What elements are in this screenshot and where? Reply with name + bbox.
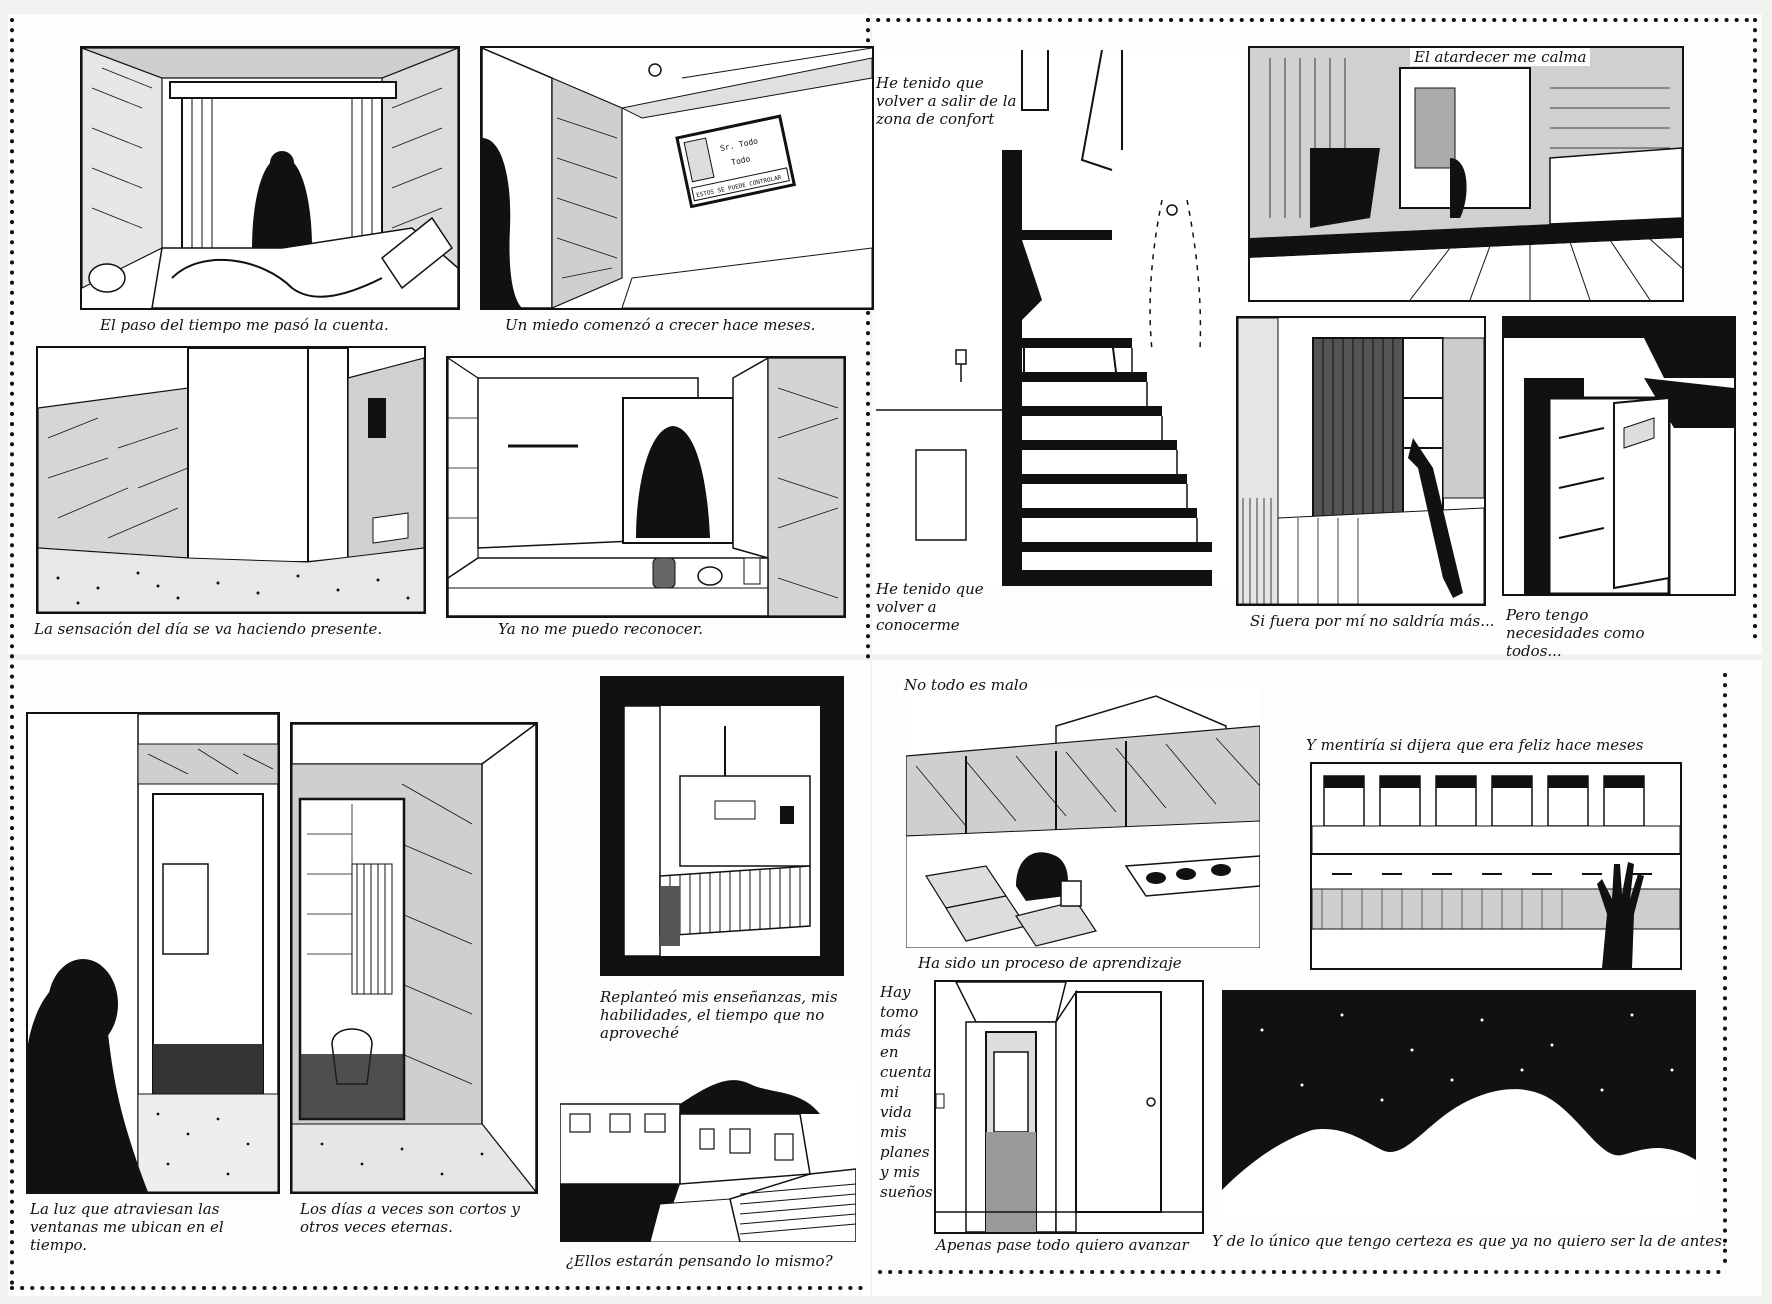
caption-p12: ¿Ellos estarán pensando lo mismo?: [566, 1252, 833, 1270]
caption-p11: Replanteó mis enseñanzas, mis habilidade…: [600, 988, 838, 1042]
panel-window-view: [600, 676, 844, 976]
panel-poster-hallway: Sr. Todo Todo ESTOS SE PUEDE CONTROLAR: [480, 46, 874, 310]
caption-p15-side: Hay tomo más en cuenta mi vida mis plane…: [880, 983, 933, 1201]
panel-bathroom-doors: [290, 722, 538, 1194]
panel-doorway-morning: [36, 346, 426, 614]
caption-p14: Y mentiría si dijera que era feliz hace …: [1306, 736, 1644, 754]
panel-open-fridge: [1502, 316, 1736, 596]
caption-p15-bottom: Apenas pase todo quiero avanzar: [936, 1236, 1189, 1254]
caption-p3: La sensación del día se va haciendo pres…: [34, 620, 383, 638]
panel-stair-side-wall: [876, 50, 1002, 590]
caption-p5-top: He tenido que volver a salir de la zona …: [876, 74, 1017, 128]
panel-staircase: [1002, 50, 1240, 586]
caption-p16: Y de lo único que tengo certeza es que y…: [1212, 1232, 1727, 1250]
panel-open-door: [934, 980, 1204, 1234]
panel-night-sky: [1222, 990, 1696, 1216]
caption-p10: Los días a veces son cortos y otros vece…: [300, 1200, 520, 1236]
panel-bathroom-mirror: [446, 356, 846, 618]
caption-p8: Pero tengo necesidades como todos...: [1506, 606, 1645, 660]
panel-planting-garden: [906, 686, 1260, 948]
panel-silhouette-light: [26, 712, 280, 1194]
caption-p13-bottom: Ha sido un proceso de aprendizaje: [918, 954, 1182, 972]
caption-p4: Ya no me puedo reconocer.: [498, 620, 704, 638]
panel-kitchen-sunset: [1248, 46, 1684, 302]
caption-p9: La luz que atraviesan las ventanas me ub…: [30, 1200, 224, 1254]
poster-line-2: Todo: [730, 154, 751, 167]
caption-p5-bottom: He tenido que volver a conocerme: [876, 580, 984, 634]
panel-hill-houses: [560, 1074, 856, 1242]
caption-p1: El paso del tiempo me pasó la cuenta.: [100, 316, 389, 334]
panel-bedroom-window: [80, 46, 460, 310]
panel-street-hand: [1310, 762, 1682, 970]
caption-p13-top: No todo es malo: [900, 676, 1032, 694]
panel-hand-at-window: [1236, 316, 1486, 606]
caption-p2: Un miedo comenzó a crecer hace meses.: [505, 316, 816, 334]
caption-p6: El atardecer me calma: [1410, 48, 1591, 66]
caption-p7: Si fuera por mí no saldría más...: [1250, 612, 1495, 630]
